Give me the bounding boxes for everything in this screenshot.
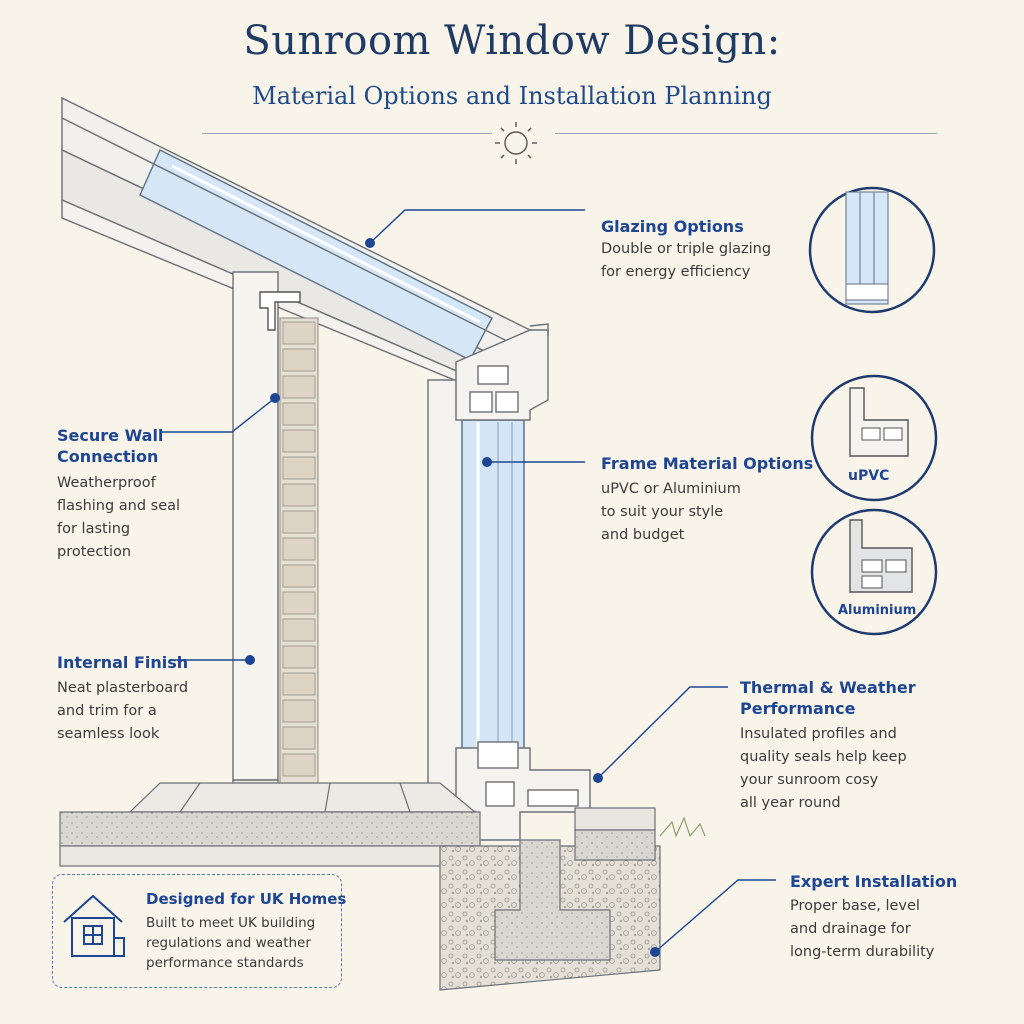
aluminium-detail-circle [810,508,938,636]
window-frame [427,323,591,841]
floor-slab [59,782,481,867]
brick [282,645,316,669]
brick [282,726,316,750]
title-divider-right [555,133,937,134]
uk-homes-title: Designed for UK Homes [146,890,347,908]
brick [282,429,316,453]
foundation [439,807,706,991]
brick [282,321,316,345]
brick [282,537,316,561]
brick [282,456,316,480]
brick [282,618,316,642]
aluminium-caption: Aluminium [838,603,917,618]
callout-leaders [160,209,776,953]
page-subtitle: Material Options and Installation Planni… [252,82,772,110]
brick [282,753,316,777]
upvc-detail-circle [810,374,938,502]
sun-icon [495,122,537,164]
house-icon [63,894,125,957]
brick [282,402,316,426]
interior-wall [232,271,279,793]
callout-markers [245,238,660,957]
brick [282,375,316,399]
internal-heading: Internal Finish [57,653,189,672]
brick [282,672,316,696]
page-title: Sunroom Window Design: [243,18,781,64]
install-heading: Expert Installation [790,872,958,891]
uk-homes-box [52,874,342,988]
brick [282,591,316,615]
brick [282,564,316,588]
upvc-caption: uPVC [848,468,890,484]
brick [282,510,316,534]
title-divider-left [202,133,492,134]
brick-wall [279,317,319,784]
glazing-detail-circle [808,186,936,314]
frame-heading: Frame Material Options [601,454,814,473]
brick [282,483,316,507]
brick [282,348,316,372]
glazing-heading: Glazing Options [601,217,744,236]
brick [282,699,316,723]
wall-flashing [259,291,301,331]
